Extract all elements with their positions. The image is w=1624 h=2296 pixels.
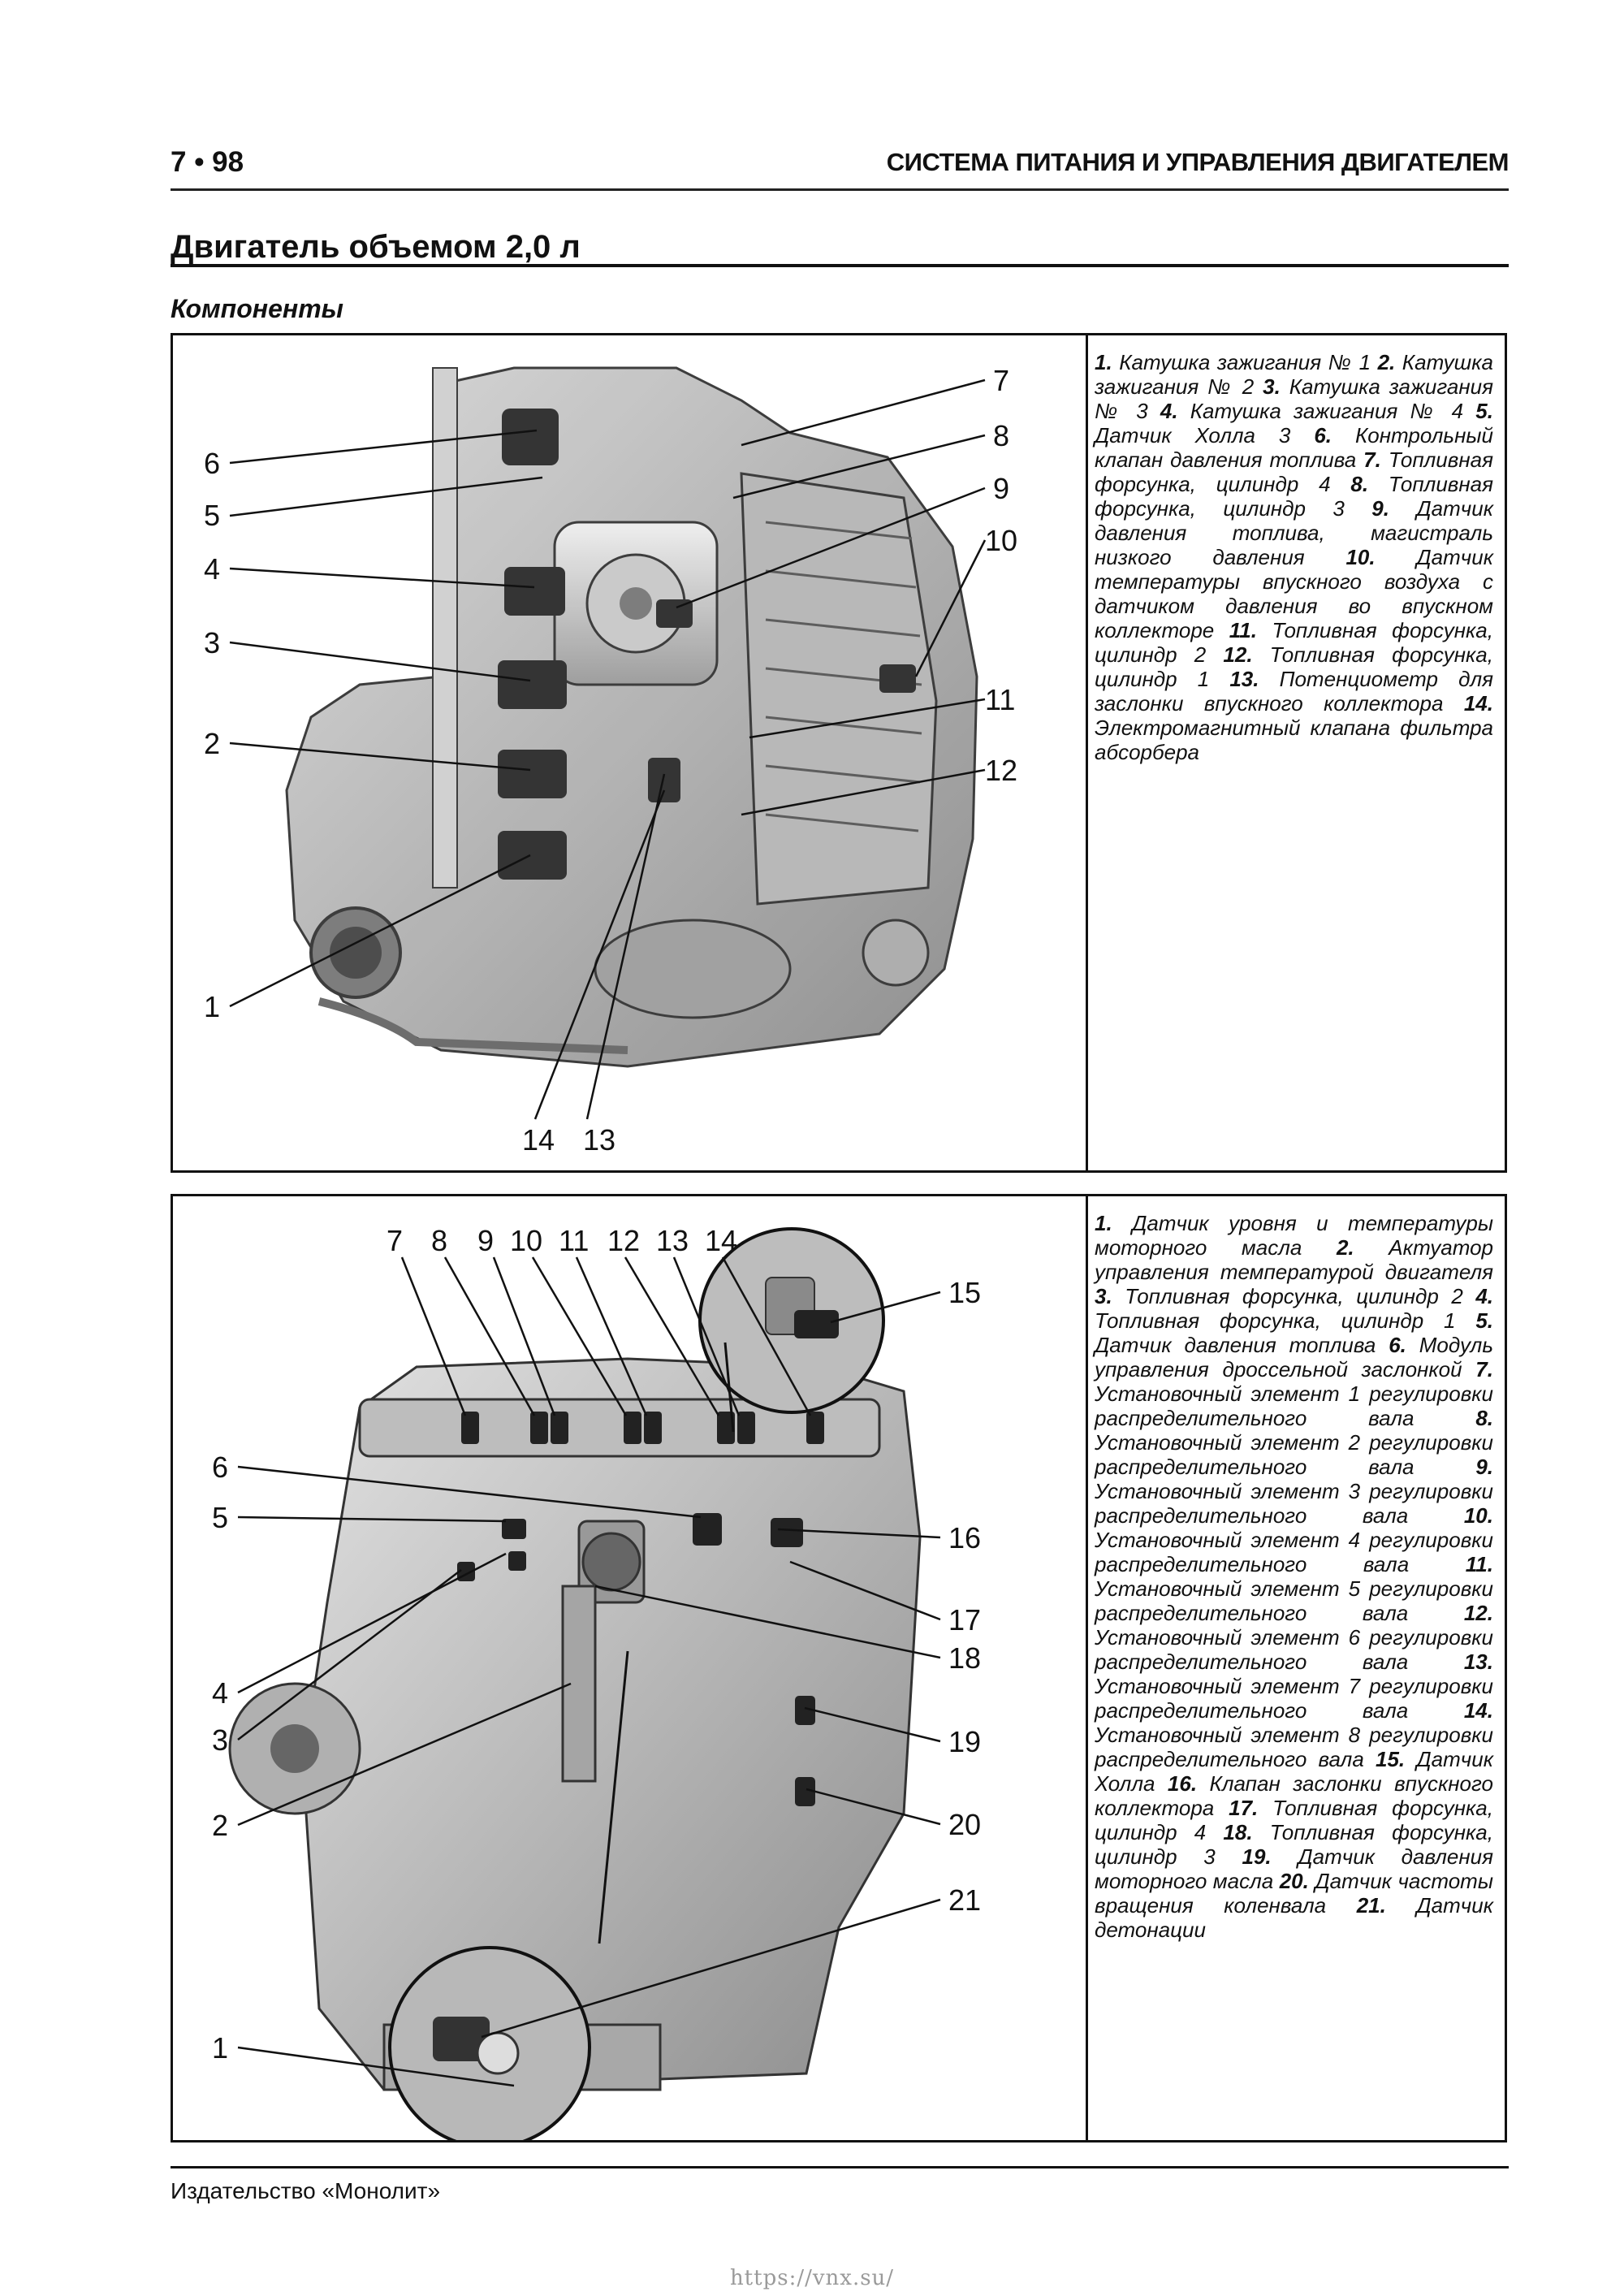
page-title: Двигатель объемом 2,0 л: [171, 229, 581, 265]
legend-item: 20. Датчик частоты вращения коленвала: [1095, 1869, 1493, 1918]
engine-photo-top: 6 5 4 3 2 1 7 8 9 10 11 12 14 13: [173, 335, 1088, 1170]
callout-5: 5: [204, 499, 220, 532]
callout-2: 2: [212, 1809, 228, 1842]
legend-item: 14. Электромагнитный клапана фильтра абс…: [1095, 691, 1493, 764]
legend-item: 2. Актуатор управления температурой двиг…: [1095, 1235, 1493, 1284]
callout-21: 21: [948, 1883, 981, 1917]
callout-7: 7: [993, 364, 1009, 397]
callout-19: 19: [948, 1725, 981, 1758]
watermark-link[interactable]: https://vnx.su/: [729, 2266, 895, 2290]
callout-12: 12: [607, 1224, 640, 1257]
legend-item: 16. Клапан заслонки впускного коллектора: [1095, 1771, 1493, 1820]
callout-17: 17: [948, 1603, 981, 1637]
legend-item: 10. Установочный элемент 4 регулировки р…: [1095, 1503, 1493, 1576]
callout-14: 14: [705, 1224, 737, 1257]
callout-8: 8: [431, 1224, 447, 1257]
legend-item: 17. Топливная форсунка, цилиндр 4: [1095, 1796, 1493, 1844]
subsection-title: Компоненты: [171, 294, 343, 323]
callout-13: 13: [656, 1224, 689, 1257]
figure-2: 7 8 9 10 11 12 13 14 15 6 5 16 17 18 4 3…: [171, 1194, 1507, 2143]
callout-10: 10: [985, 524, 1017, 557]
legend-item: 7. Топливная форсунка, цилиндр 4: [1095, 448, 1493, 496]
callout-13: 13: [583, 1123, 615, 1157]
legend-item: 14. Установочный элемент 8 регулировки р…: [1095, 1698, 1493, 1771]
callout-9: 9: [993, 472, 1009, 505]
callout-1: 1: [212, 2031, 228, 2065]
callout-6: 6: [212, 1451, 228, 1484]
legend-item: 9. Датчик давления топлива, магистраль н…: [1095, 496, 1493, 569]
callout-3: 3: [204, 626, 220, 659]
callout-8: 8: [993, 419, 1009, 452]
legend-item: 11. Топливная форсунка, цилиндр 2: [1095, 618, 1493, 667]
legend-figure-1: 1. Катушка зажигания № 1 2. Катушка зажи…: [1095, 350, 1493, 764]
legend-item: 13. Установочный элемент 7 регулировки р…: [1095, 1650, 1493, 1723]
legend-item: 15. Датчик Холла: [1095, 1747, 1493, 1796]
callout-18: 18: [948, 1641, 981, 1675]
publisher: Издательство «Монолит»: [171, 2178, 441, 2203]
legend-item: 12. Топливная форсунка, цилиндр 1: [1095, 642, 1493, 691]
callout-11: 11: [985, 683, 1015, 716]
callout-16: 16: [948, 1521, 981, 1554]
callout-5: 5: [212, 1501, 228, 1534]
legend-item: 1. Катушка зажигания № 1: [1095, 350, 1371, 374]
leader-lines: [229, 378, 987, 1120]
legend-item: 5. Датчик давления топлива: [1095, 1308, 1493, 1357]
legend-item: 5. Датчик Холла 3: [1095, 399, 1493, 448]
legend-item: 11. Установочный элемент 5 регулировки р…: [1095, 1552, 1493, 1625]
legend-item: 1. Датчик уровня и температуры моторного…: [1095, 1211, 1493, 1260]
callout-2: 2: [204, 727, 220, 760]
callout-20: 20: [948, 1808, 981, 1841]
callout-4: 4: [212, 1676, 228, 1710]
legend-item: 21. Датчик детонации: [1095, 1893, 1493, 1942]
legend-item: 8. Топливная форсунка, цилиндр 3: [1095, 472, 1494, 521]
engine-photo-front: 7 8 9 10 11 12 13 14 15 6 5 16 17 18 4 3…: [173, 1196, 1088, 2140]
callout-10: 10: [510, 1224, 542, 1257]
callout-12: 12: [985, 754, 1017, 787]
callout-7: 7: [387, 1224, 403, 1257]
callout-14: 14: [522, 1123, 555, 1157]
legend-item: 10. Датчик температуры впускного воздуха…: [1095, 545, 1493, 642]
callout-4: 4: [204, 552, 220, 586]
legend-item: 7. Установочный элемент 1 регулировки ра…: [1095, 1357, 1493, 1430]
callout-1: 1: [204, 990, 220, 1023]
legend-item: 3. Катушка зажигания № 3: [1095, 374, 1493, 423]
legend-item: 19. Датчик давления моторного масла: [1095, 1844, 1493, 1893]
legend-item: 4. Топливная форсунка, цилиндр 1: [1095, 1284, 1494, 1333]
callout-6: 6: [204, 447, 220, 480]
legend-item: 3. Топливная форсунка, цилиндр 2: [1095, 1284, 1463, 1308]
inset-hall-sensor: [698, 1227, 885, 1414]
callout-3: 3: [212, 1723, 228, 1757]
header-rule: [171, 188, 1509, 191]
legend-item: 12. Установочный элемент 6 регулировки р…: [1095, 1601, 1493, 1674]
page-number: 7 • 98: [171, 146, 244, 178]
footer-rule: [171, 2166, 1509, 2168]
legend-item: 4. Катушка зажигания № 4: [1160, 399, 1464, 423]
callout-11: 11: [559, 1224, 589, 1257]
legend-item: 9. Установочный элемент 3 регулировки ра…: [1095, 1455, 1493, 1528]
title-rule: [171, 264, 1509, 267]
callout-9: 9: [477, 1224, 494, 1257]
legend-item: 2. Катушка зажигания № 2: [1095, 350, 1493, 399]
legend-item: 6. Контрольный клапан давления топлива: [1095, 423, 1493, 472]
figure-1: 6 5 4 3 2 1 7 8 9 10 11 12 14 13 1. Кату…: [171, 333, 1507, 1173]
legend-item: 8. Установочный элемент 2 регулировки ра…: [1095, 1406, 1493, 1479]
legend-item: 13. Потенциометр для заслонки впускного …: [1095, 667, 1494, 716]
engine-body-front: [228, 1357, 922, 2098]
engine-front-illustration: 7 8 9 10 11 12 13 14 15 6 5 16 17 18 4 3…: [212, 1224, 981, 2140]
inset-knock-sensor: [388, 1946, 591, 2140]
legend-item: 6. Модуль управления дроссельной заслонк…: [1095, 1333, 1493, 1381]
section-title: СИСТЕМА ПИТАНИЯ И УПРАВЛЕНИЯ ДВИГАТЕЛЕМ: [886, 148, 1510, 176]
callout-15: 15: [948, 1276, 981, 1309]
engine-top-illustration: 6 5 4 3 2 1 7 8 9 10 11 12 14 13: [204, 364, 1017, 1157]
legend-item: 18. Топливная форсунка, цилиндр 3: [1095, 1820, 1493, 1869]
leader-lines: [237, 1256, 941, 2087]
legend-figure-2: 1. Датчик уровня и температуры моторного…: [1095, 1211, 1493, 1942]
